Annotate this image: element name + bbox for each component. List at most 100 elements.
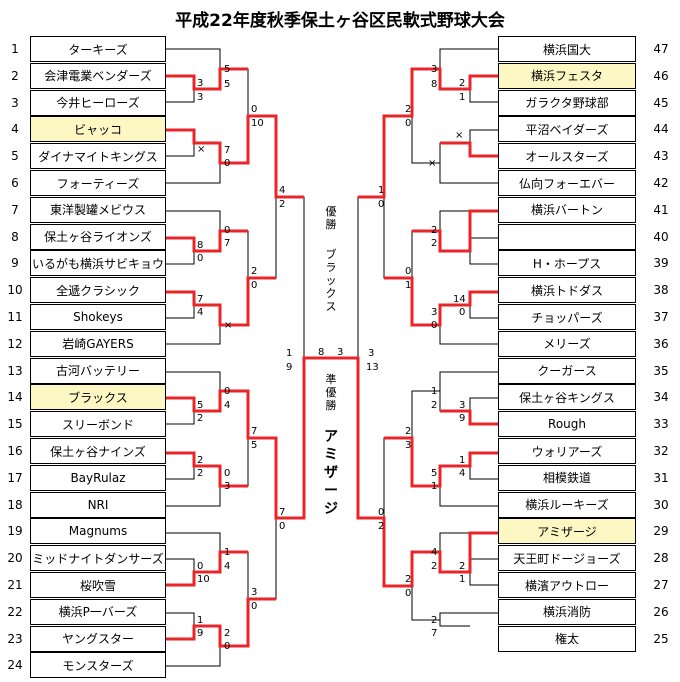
score: 2: [431, 400, 438, 411]
team-seed-number: 33: [653, 417, 669, 432]
score: 0: [405, 266, 412, 277]
team-seed-number: 27: [653, 578, 669, 592]
team-name: Shokeys: [30, 304, 166, 330]
score: 3: [224, 481, 231, 492]
team-seed-number: 21: [7, 578, 23, 592]
team-name: 横濱アウトロー: [498, 572, 636, 598]
team-seed-number: 38: [653, 283, 669, 298]
team-seed-number: 2: [11, 68, 19, 83]
score: 3: [251, 587, 258, 598]
runner-up-name-char: ジ: [324, 501, 338, 517]
score: 3: [431, 64, 438, 75]
score: 0: [405, 588, 412, 599]
team-seed-number: 32: [653, 444, 669, 458]
team-name: [498, 223, 636, 250]
runner-up-label-char: 優: [325, 386, 337, 399]
score: 2: [279, 199, 286, 210]
score: 2: [197, 413, 204, 424]
score: 1: [378, 185, 385, 196]
score: 7: [251, 426, 258, 437]
team-name: 天王町ドージョーズ: [498, 545, 636, 572]
team-seed-number: 9: [11, 256, 19, 271]
score: 0: [405, 118, 412, 129]
score: 2: [197, 455, 204, 466]
team-name: フォーティーズ: [30, 170, 166, 196]
score: 5: [251, 440, 258, 451]
score: 10: [197, 574, 210, 585]
team-name: 保土ヶ谷ナインズ: [30, 438, 166, 464]
team-seed-number: 22: [7, 604, 23, 619]
team-name: H・ホープス: [498, 250, 636, 277]
team-seed-number: 42: [653, 176, 669, 190]
team-seed-number: 45: [653, 95, 669, 110]
score: 3: [431, 307, 438, 318]
team-seed-number: 15: [7, 417, 23, 432]
runner-up-name-char: ー: [324, 483, 338, 499]
team-name: 横浜バートン: [498, 196, 636, 223]
team-name: NRI: [30, 491, 166, 518]
score: 0: [197, 253, 204, 264]
team-seed-number: 11: [7, 310, 23, 324]
score: 0: [224, 386, 231, 397]
score: 0: [224, 158, 231, 169]
team-name: いるがも横浜サビキョウ: [30, 250, 166, 277]
score: 2: [459, 561, 466, 572]
team-seed-number: 34: [653, 390, 669, 405]
team-seed-number: 40: [653, 229, 669, 244]
team-seed-number: 19: [7, 524, 23, 539]
team-name: 横浜P一バーズ: [30, 598, 166, 625]
team-seed-number: 6: [11, 176, 19, 190]
team-name: ミッドナイトダンサーズ: [30, 545, 166, 572]
winner-label-char: 勝: [325, 218, 337, 231]
score: 1: [197, 615, 204, 626]
score: 8: [431, 79, 438, 90]
score: 7: [279, 507, 286, 518]
score: 1: [459, 574, 466, 585]
team-name: 保土ヶ谷ライオンズ: [30, 223, 166, 250]
team-name: ウォリアーズ: [498, 438, 636, 464]
score: 3: [459, 400, 466, 411]
team-name: 横浜消防: [498, 598, 636, 625]
score: 4: [431, 547, 438, 558]
score: 2: [431, 561, 438, 572]
team-seed-number: 46: [653, 68, 669, 83]
team-seed-number: 8: [11, 229, 19, 244]
team-seed-number: 30: [653, 497, 669, 512]
page-title: 平成22年度秋季保土ヶ谷区民軟式野球大会: [175, 11, 505, 31]
team-name: ビャッコ: [30, 116, 166, 143]
team-name: 岩崎GAYERS: [30, 330, 166, 357]
score: 0: [251, 601, 258, 612]
score: 2: [251, 266, 258, 277]
score: 0: [251, 280, 258, 291]
team-name: Magnums: [30, 518, 166, 545]
score: 3: [405, 440, 412, 451]
winner-name-char: ッ: [325, 274, 337, 287]
score: 4: [459, 468, 466, 479]
team-name: ガラクタ野球部: [498, 89, 636, 116]
team-name: 横浜フェスタ: [498, 62, 636, 89]
team-seed-number: 12: [7, 336, 23, 351]
team-name: ブラックス: [30, 384, 166, 411]
team-seed-number: 29: [653, 524, 669, 539]
score: 0: [431, 320, 438, 331]
team-name: クーガース: [498, 357, 636, 384]
team-seed-number: 18: [7, 497, 23, 512]
team-name: 会津電業ベンダーズ: [30, 62, 166, 89]
score: 4: [279, 185, 286, 196]
team-seed-number: 1: [11, 42, 19, 56]
team-name: Rough: [498, 411, 636, 438]
score: 1: [431, 386, 438, 397]
team-name: オールスターズ: [498, 143, 636, 170]
score: 8: [318, 347, 325, 358]
team-seed-number: 35: [653, 363, 669, 378]
score: 10: [251, 118, 264, 129]
score: 2: [459, 78, 466, 89]
score: 2: [378, 521, 385, 532]
score: 5: [224, 64, 231, 75]
score: 7: [224, 145, 231, 156]
score: 0: [279, 521, 286, 532]
score: 1: [431, 481, 438, 492]
team-name: アミザージ: [498, 518, 636, 545]
